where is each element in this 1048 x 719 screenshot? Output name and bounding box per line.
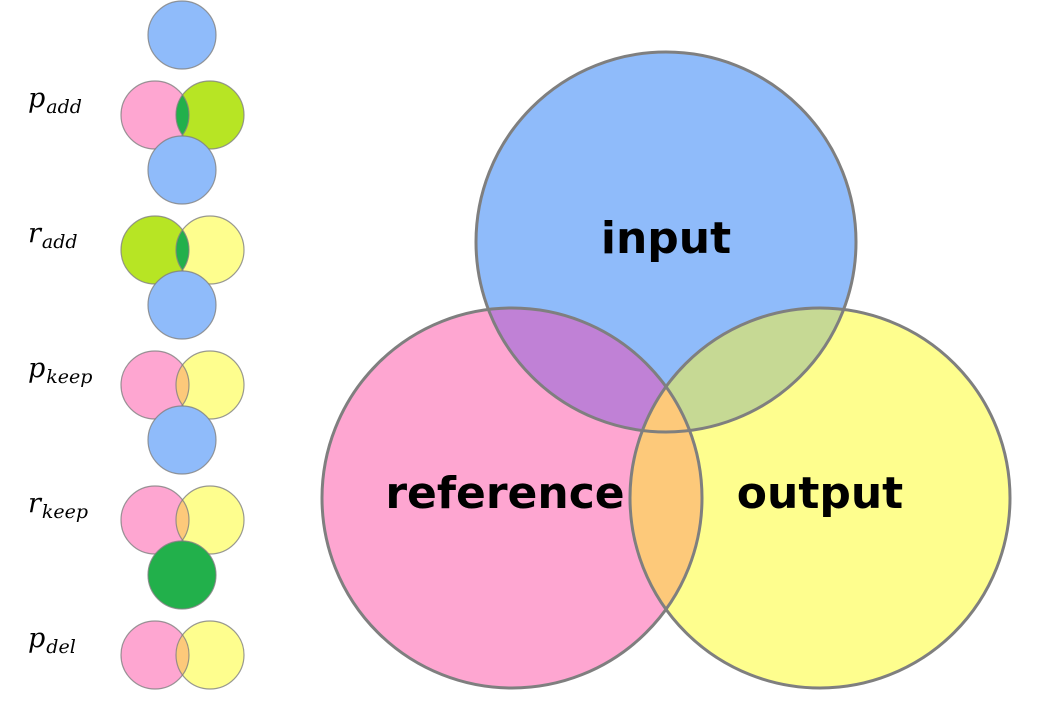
metric-output-outline <box>175 485 245 555</box>
metric-row-r-add: radd <box>28 135 245 285</box>
metric-reference-circle <box>121 621 189 689</box>
metric-input-circle <box>148 406 216 474</box>
metric-venn-diagram <box>120 0 245 150</box>
reference-label: reference <box>385 468 624 519</box>
reference-circle-outline <box>320 306 704 690</box>
metric-reference-outline <box>120 620 190 690</box>
metric-output-circle <box>176 486 244 554</box>
metric-input-outline <box>147 540 217 610</box>
metric-output-outline <box>175 215 245 285</box>
metric-label: pkeep <box>28 353 92 388</box>
metric-output-outline <box>175 620 245 690</box>
metric-output-outline <box>175 80 245 150</box>
metric-label: rkeep <box>28 488 88 523</box>
metric-output-circle <box>176 351 244 419</box>
metric-subscript: add <box>46 96 82 118</box>
metric-row-p-del: pdel <box>28 540 245 690</box>
metric-output-circle <box>176 81 244 149</box>
metric-symbol: p <box>28 353 45 384</box>
metric-venn-diagram <box>120 270 245 420</box>
metric-symbol: r <box>28 488 43 519</box>
input-reference-overlap <box>476 308 702 432</box>
metric-reference-circle <box>121 351 189 419</box>
output-circle-outline <box>628 306 1012 690</box>
metric-venn-diagram <box>120 540 245 690</box>
metric-input-outline <box>147 405 217 475</box>
metric-output-outline <box>175 350 245 420</box>
metric-symbol: p <box>28 623 45 654</box>
metric-subscript: del <box>46 636 75 658</box>
metric-output-circle <box>176 216 244 284</box>
metric-label: padd <box>28 83 82 118</box>
metric-reference-circle <box>121 486 189 554</box>
metric-venn-diagram <box>120 405 245 555</box>
metric-label: radd <box>28 218 78 253</box>
metric-row-p-add: padd <box>28 0 245 150</box>
output-label: output <box>737 468 903 519</box>
metric-reference-circle <box>121 81 189 149</box>
metric-input-circle <box>148 136 216 204</box>
metric-subscript: keep <box>42 501 88 523</box>
input-output-overlap <box>630 308 856 432</box>
metric-label: pdel <box>28 623 76 658</box>
metric-venn-diagram <box>120 135 245 285</box>
metric-row-r-keep: rkeep <box>28 405 245 555</box>
metric-input-circle <box>148 271 216 339</box>
metric-input-outline <box>147 270 217 340</box>
metric-reference-circle <box>121 216 189 284</box>
metric-input-outline <box>147 135 217 205</box>
metric-subscript: keep <box>46 366 92 388</box>
metric-input-circle <box>148 541 216 609</box>
metric-input-outline <box>147 0 217 70</box>
metric-input-circle <box>148 1 216 69</box>
metric-row-p-keep: pkeep <box>28 270 245 420</box>
metric-symbol: r <box>28 218 43 249</box>
input-circle-outline <box>474 50 858 434</box>
metric-subscript: add <box>42 231 78 253</box>
metric-output-circle <box>176 621 244 689</box>
main-venn-diagram: input reference output <box>320 50 1012 690</box>
input-label: input <box>601 213 731 264</box>
metric-symbol: p <box>28 83 45 114</box>
